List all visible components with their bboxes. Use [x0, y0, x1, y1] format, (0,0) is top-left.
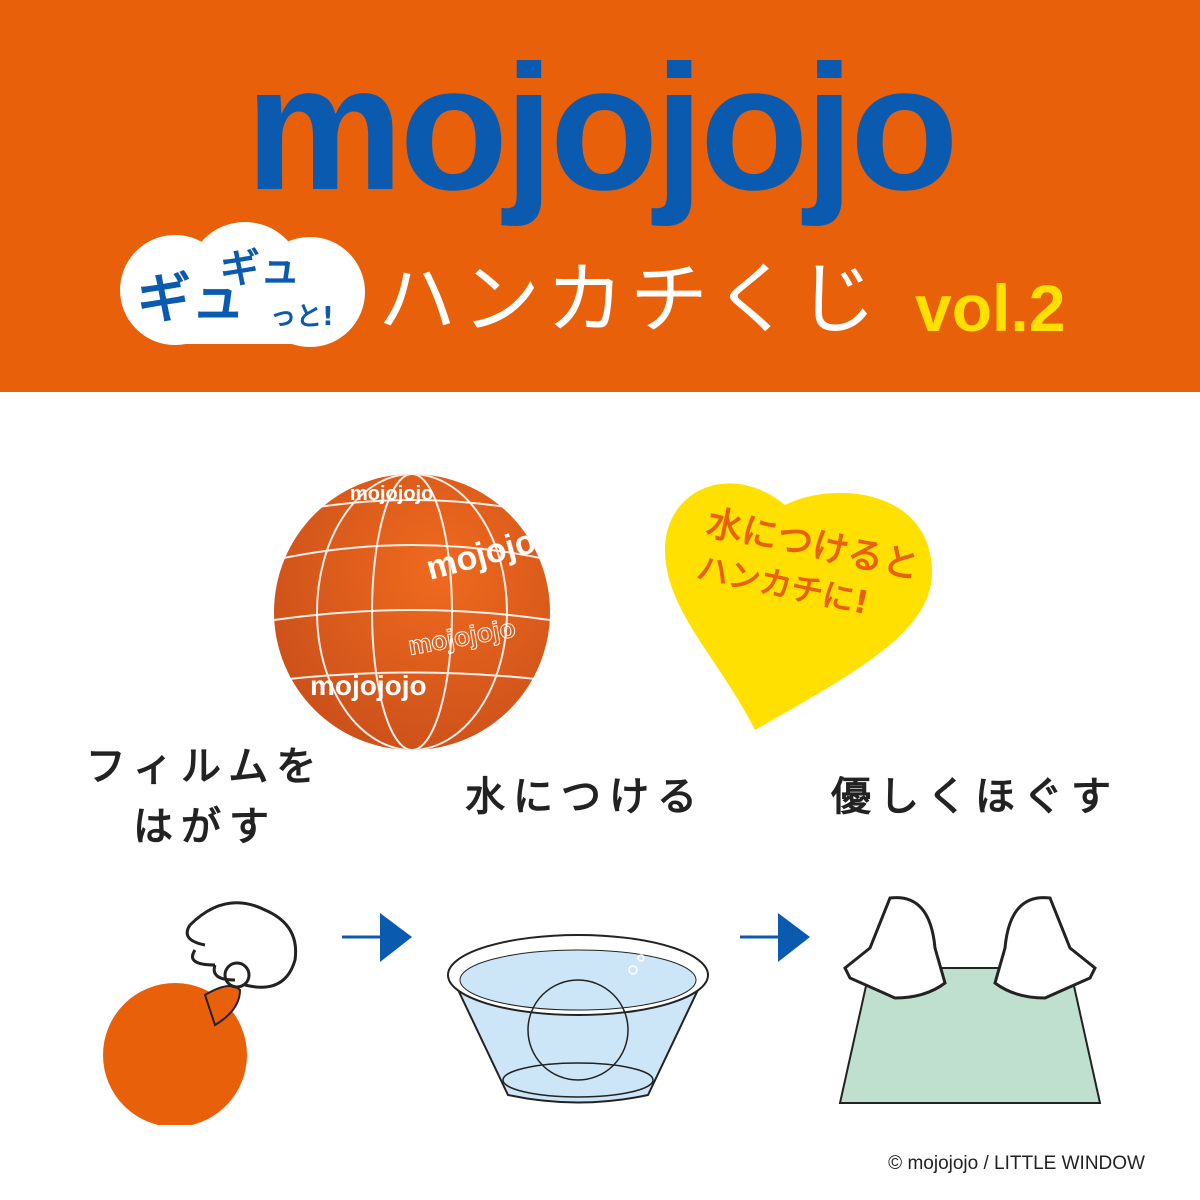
volume-label: vol.2	[915, 271, 1066, 345]
header-banner: mojojojo ギュ ギュ っと! ハンカチくじ vol.2	[0, 0, 1200, 392]
peel-film-illustration	[103, 901, 298, 1125]
step-1-line-1: フィルムを	[85, 744, 325, 790]
arrow-right-icon	[342, 913, 412, 962]
ball-print: mojojojo	[350, 483, 433, 505]
ball-print: mojojojo	[310, 670, 427, 701]
arrow-right-icon	[740, 913, 810, 962]
step-1-label: フィルムを はがす	[60, 737, 350, 857]
badge-text-3: っと!	[270, 302, 334, 332]
subtitle: ハンカチくじ	[378, 255, 883, 345]
step-2-label: 水につける	[465, 774, 705, 820]
brand-logo: mojojojo	[245, 28, 959, 227]
water-bowl-illustration	[447, 934, 709, 1104]
step-1-line-2: はがす	[133, 804, 277, 850]
heart-badge: 水につけると ハンカチに!	[665, 483, 933, 730]
loosen-towel-illustration	[838, 896, 1102, 1104]
copyright: © mojojojo / LITTLE WINDOW	[888, 1153, 1145, 1174]
badge-text-2: ギュ	[220, 246, 300, 292]
badge-cloud: ギュ ギュ っと!	[120, 222, 365, 347]
ball-illustration: mojojojo mojojojo mojojojo mojojojo	[274, 474, 550, 750]
badge-text-1: ギュ	[137, 267, 245, 330]
step-3-label: 優しくほぐす	[831, 774, 1119, 820]
